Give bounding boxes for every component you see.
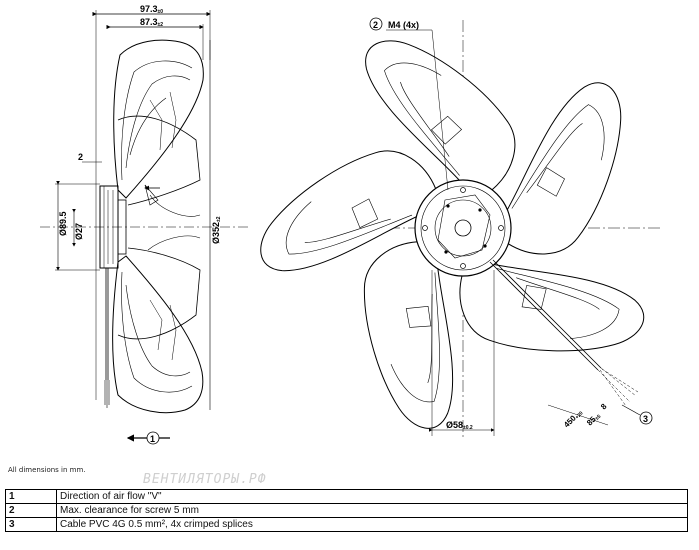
dimensions-note: All dimensions in mm. [8, 466, 86, 474]
screw-label: M4 (4x) [388, 20, 419, 30]
front-view: 2 M4 (4x) Ø58±0.2 450+20 85±5 8 3 [260, 17, 662, 440]
fan-blades [260, 40, 645, 429]
dim-overall: 97.3±0 [140, 4, 163, 15]
dim-inner: 87.3±2 [140, 17, 163, 28]
callout-1-marker [146, 431, 160, 445]
dim-hub-inner: Ø27 [74, 223, 84, 240]
fan-blade [501, 82, 622, 255]
callout-2-number: 2 [373, 20, 378, 30]
side-view: 97.3±0 87.3±2 2 Ø89.5 Ø27 Ø352±2 [40, 4, 250, 445]
callout-3-number: 3 [643, 414, 648, 424]
legend-text: Cable PVC 4G 0.5 mm², 4x crimped splices [56, 517, 688, 532]
fan-blade [459, 261, 645, 352]
fan-blade [363, 241, 454, 429]
legend-text: Direction of air flow "V" [56, 489, 688, 504]
callout-2-marker [369, 17, 383, 31]
legend-number: 2 [5, 503, 57, 518]
legend-text: Max. clearance for screw 5 mm [56, 503, 688, 518]
dim-offset: 2 [78, 152, 83, 162]
watermark: ВЕНТИЛЯТОРЫ.РФ [143, 472, 267, 487]
technical-drawing: 97.3±0 87.3±2 2 Ø89.5 Ø27 Ø352±2 [40, 4, 662, 445]
callout-1-number: 1 [150, 434, 155, 444]
dim-fan: Ø352±2 [211, 216, 222, 244]
hub-dimension: Ø58±0.2 [446, 420, 473, 431]
cable-dimension-3: 8 [599, 402, 609, 412]
cable-dimension-2: 85±5 [585, 411, 602, 428]
fan-blade [260, 150, 437, 272]
legend-number: 1 [5, 489, 57, 504]
legend-row: 1 Direction of air flow "V" [5, 489, 688, 504]
legend-row: 3 Cable PVC 4G 0.5 mm², 4x crimped splic… [5, 517, 688, 532]
dim-hub-outer: Ø89.5 [58, 211, 68, 236]
legend-table: 1 Direction of air flow "V" 2 Max. clear… [5, 489, 688, 532]
legend-number: 3 [5, 517, 57, 532]
legend-row: 2 Max. clearance for screw 5 mm [5, 503, 688, 518]
callout-3-marker [639, 411, 653, 425]
hub-screw-holes [422, 187, 504, 269]
